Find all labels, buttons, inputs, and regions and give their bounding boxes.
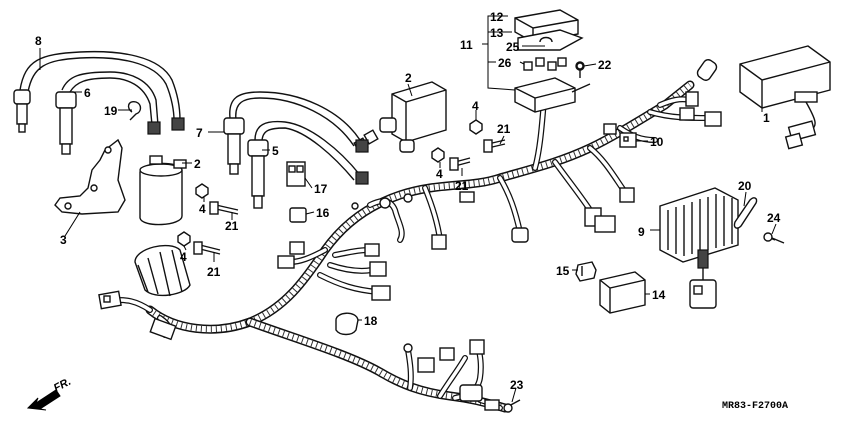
part-20-band bbox=[733, 197, 758, 229]
part-7-plug-cap-wire bbox=[223, 91, 369, 175]
label-part-17: 17 bbox=[314, 182, 328, 196]
label-part-15: 15 bbox=[556, 264, 570, 278]
leader-lines bbox=[39, 15, 777, 403]
harness-boot bbox=[134, 244, 191, 297]
label-part-4b: 4 bbox=[180, 250, 187, 264]
part-16-relay bbox=[289, 207, 307, 223]
label-part-10: 10 bbox=[650, 135, 664, 149]
label-part-16: 16 bbox=[316, 206, 330, 220]
label-part-19: 19 bbox=[104, 104, 118, 118]
label-part-14: 14 bbox=[652, 288, 666, 302]
label-part-4d: 4 bbox=[472, 99, 479, 113]
part-14-relay bbox=[599, 271, 646, 314]
label-part-8: 8 bbox=[35, 34, 42, 48]
harness-connectors bbox=[98, 59, 722, 411]
label-part-9: 9 bbox=[638, 225, 645, 239]
part-10-connector bbox=[619, 132, 637, 148]
label-part-23: 23 bbox=[510, 378, 524, 392]
part-9-regulator bbox=[659, 187, 739, 309]
label-part-5: 5 bbox=[272, 144, 279, 158]
front-label: FR. bbox=[52, 376, 73, 395]
part-6-plug-cap-wire bbox=[55, 71, 161, 155]
part-number-labels: 1 2 2 3 4 4 4 4 5 6 7 8 9 10 11 12 13 14… bbox=[35, 10, 781, 392]
label-part-21c: 21 bbox=[455, 179, 469, 193]
label-part-21a: 21 bbox=[225, 219, 239, 233]
label-part-21b: 21 bbox=[207, 265, 221, 279]
part-5-plug-cap-wire bbox=[247, 120, 369, 209]
label-part-20: 20 bbox=[738, 179, 752, 193]
part-17-connector bbox=[286, 161, 306, 187]
label-part-4a: 4 bbox=[199, 202, 206, 216]
label-part-2-front: 2 bbox=[194, 157, 201, 171]
label-part-7: 7 bbox=[196, 126, 203, 140]
front-arrow: FR. bbox=[26, 376, 73, 411]
label-part-4c: 4 bbox=[436, 167, 443, 181]
label-part-2-rear: 2 bbox=[405, 71, 412, 85]
label-part-3: 3 bbox=[60, 233, 67, 247]
label-part-18: 18 bbox=[364, 314, 378, 328]
part-22-screw bbox=[576, 62, 584, 70]
label-part-22: 22 bbox=[598, 58, 612, 72]
label-part-11: 11 bbox=[460, 38, 473, 52]
diagram-code: MR83-F2700A bbox=[722, 401, 788, 412]
part-1-control-unit bbox=[739, 45, 831, 150]
part-3-bracket bbox=[54, 138, 126, 215]
part-2-ignition-coil-front bbox=[139, 155, 187, 226]
label-part-26: 26 bbox=[498, 56, 512, 70]
part-18-clamp bbox=[335, 312, 359, 336]
label-part-12: 12 bbox=[490, 10, 504, 24]
label-part-6: 6 bbox=[84, 86, 91, 100]
part-23-bolt bbox=[503, 399, 521, 413]
part-8-plug-cap-wire bbox=[13, 50, 185, 133]
label-part-13: 13 bbox=[490, 26, 504, 40]
label-part-21d: 21 bbox=[497, 122, 511, 136]
part-15-clip bbox=[575, 261, 597, 282]
parts-11-fuse-box bbox=[514, 9, 591, 113]
label-part-1: 1 bbox=[763, 111, 770, 125]
part-19-clip bbox=[127, 100, 142, 121]
label-part-25: 25 bbox=[506, 40, 520, 54]
part-4-nuts-and-21-bolts bbox=[177, 119, 506, 255]
part-24-bolt bbox=[763, 232, 785, 244]
label-part-24: 24 bbox=[767, 211, 781, 225]
